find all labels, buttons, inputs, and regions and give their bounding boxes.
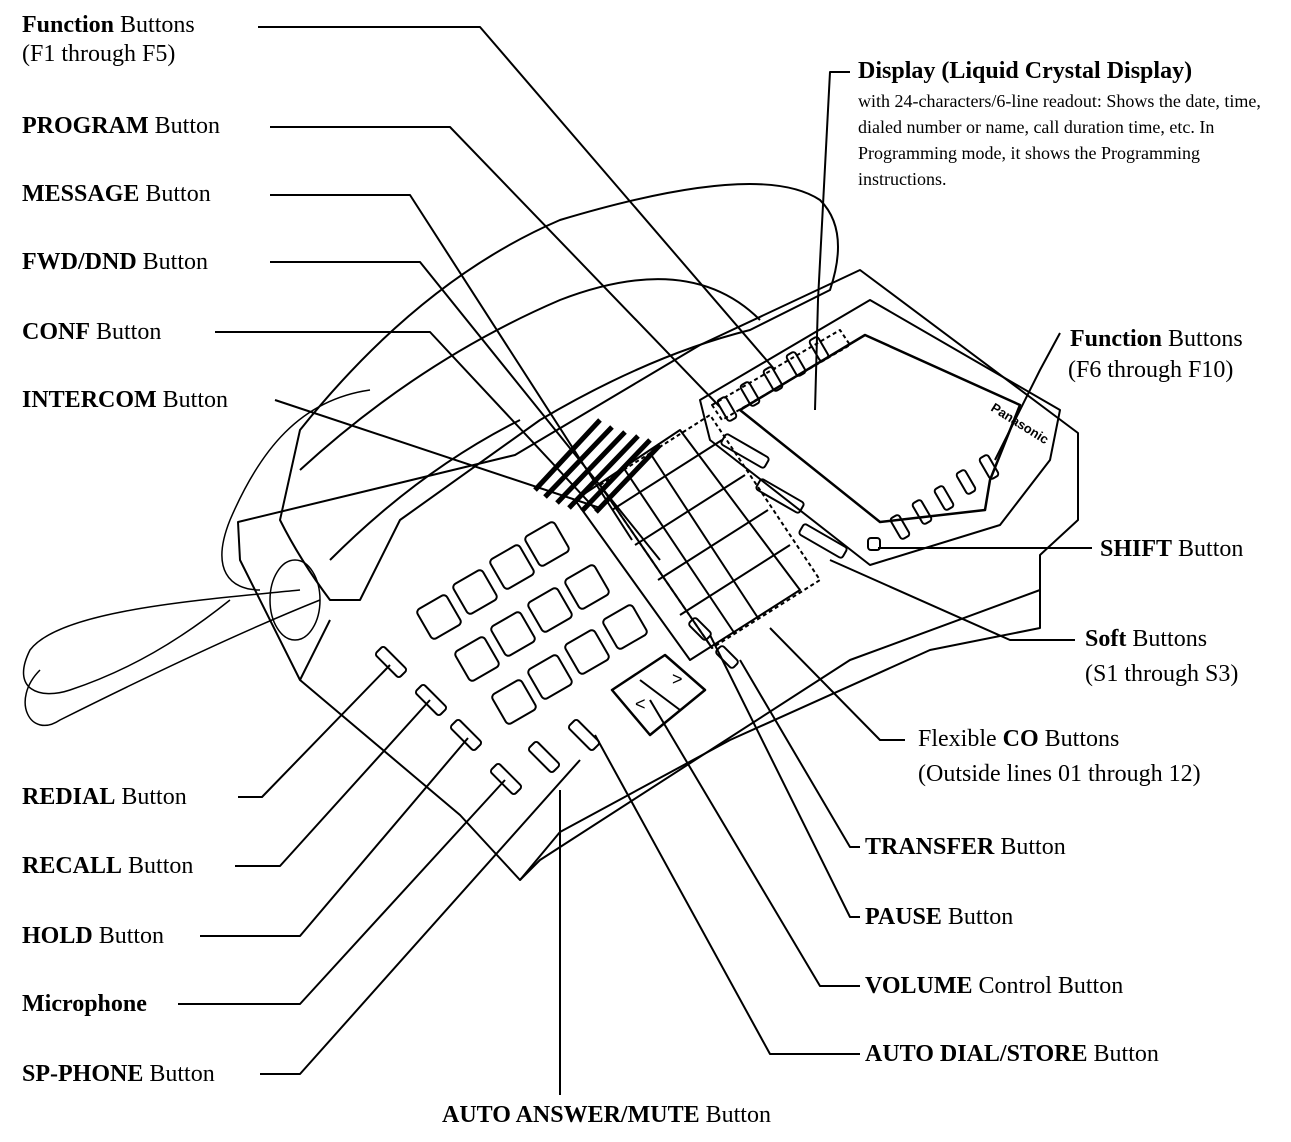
auto-dial-store-button-label: AUTO DIAL/STORE Button (865, 1041, 1159, 1067)
flexible-co-buttons-label: Flexible CO Buttons (918, 726, 1120, 752)
function-buttons-f1-f5 (711, 329, 851, 422)
handset (279, 183, 839, 601)
lcd-screen (738, 333, 1022, 524)
dial-keypad (416, 521, 648, 725)
coiled-cord (22, 389, 371, 727)
flexible-co-buttons-range: (Outside lines 01 through 12) (918, 761, 1201, 787)
display-description: with 24-characters/6-line readout: Shows… (858, 91, 1261, 189)
svg-text:>: > (672, 669, 683, 689)
function-buttons-f1-f5-label: Function Buttons (22, 12, 195, 38)
program-button-label: PROGRAM Button (22, 113, 220, 139)
shift-button-label: SHIFT Button (1100, 536, 1244, 562)
hold-button-label: HOLD Button (22, 923, 165, 949)
soft-buttons-label: Soft Buttons (1085, 626, 1208, 652)
soft-buttons-range: (S1 through S3) (1085, 661, 1239, 687)
message-button-label: MESSAGE Button (22, 181, 211, 207)
sp-phone-button-label: SP-PHONE Button (22, 1061, 215, 1087)
soft-buttons (720, 433, 881, 559)
microphone-label: Microphone (22, 991, 147, 1017)
volume-rocker: < > (610, 653, 707, 737)
redial-button-label: REDIAL Button (22, 784, 187, 810)
leader-lines (178, 26, 1092, 1095)
fwd-dnd-button-label: FWD/DND Button (22, 249, 208, 275)
recall-button-label: RECALL Button (22, 853, 194, 879)
co-button-grid (574, 414, 821, 661)
function-buttons-f6-f10-range: (F6 through F10) (1068, 357, 1234, 383)
function-buttons-f1-f5-range: (F1 through F5) (22, 41, 176, 67)
transfer-button-label: TRANSFER Button (865, 834, 1066, 860)
phone-base-body (237, 269, 1079, 881)
pause-button-label: PAUSE Button (865, 904, 1014, 930)
intercom-button-label: INTERCOM Button (22, 387, 229, 413)
display-label: Display (Liquid Crystal Display) (858, 58, 1193, 84)
volume-control-button-label: VOLUME Control Button (865, 973, 1124, 999)
auto-answer-mute-button-label: AUTO ANSWER/MUTE Button (442, 1102, 771, 1128)
function-buttons-f6-f10-label: Function Buttons (1070, 326, 1243, 352)
svg-text:<: < (635, 694, 646, 714)
function-buttons-f6-f10 (889, 454, 1000, 540)
conf-button-label: CONF Button (22, 319, 162, 345)
